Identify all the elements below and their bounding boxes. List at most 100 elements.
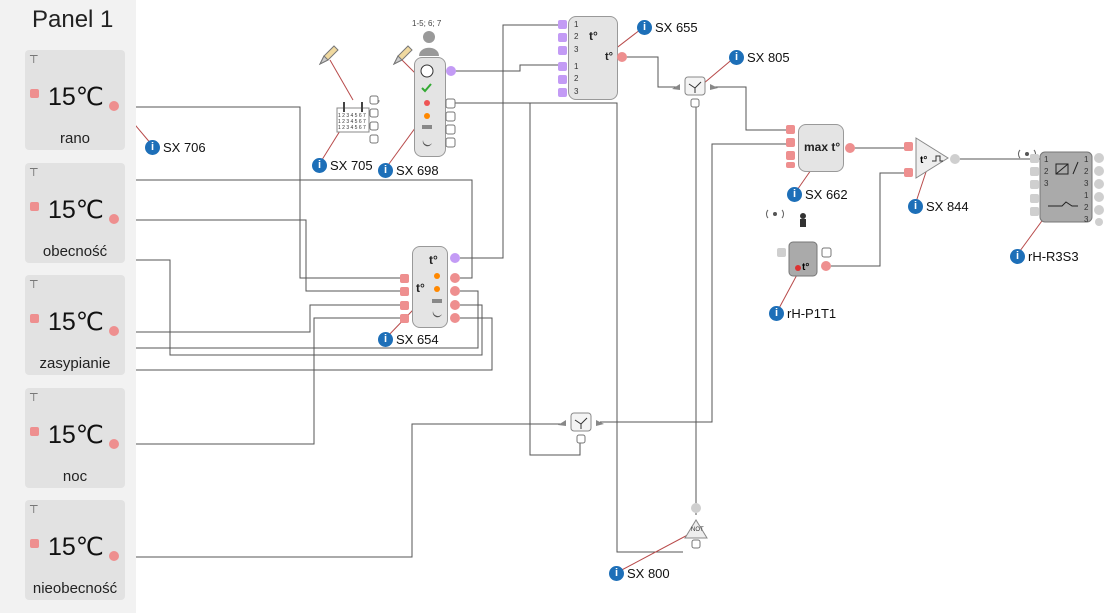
wire (120, 304, 400, 333)
info-text: SX 800 (627, 566, 670, 582)
t-symbol: t° (429, 253, 438, 267)
temperature-sensor[interactable]: t° (764, 208, 838, 278)
info-text: SX 654 (396, 332, 439, 348)
temperature-tile-noc[interactable]: ⊤ 15℃ noc (25, 388, 125, 488)
port-number: 1 (1084, 155, 1089, 164)
pin-icon: ⊤ (29, 392, 39, 404)
input-port[interactable] (30, 539, 39, 548)
port-number: 3 (574, 87, 579, 96)
info-icon[interactable]: i (787, 187, 802, 203)
wire (460, 24, 560, 259)
info-text: SX 705 (330, 158, 373, 174)
pin-icon: ⊤ (29, 504, 39, 516)
info-text: rH-R3S3 (1028, 249, 1079, 265)
info-text: rH-P1T1 (787, 306, 837, 322)
temperature-value: 15℃ (48, 196, 104, 224)
not-gate[interactable] (682, 500, 712, 550)
max-ports[interactable] (784, 122, 856, 170)
wire (626, 56, 676, 88)
info-icon[interactable]: i (378, 163, 393, 179)
selector-icons (432, 273, 442, 318)
pin-icon: ⊤ (29, 279, 39, 291)
wire (455, 64, 560, 72)
info-text: SX 698 (396, 163, 439, 179)
tile-label: rano (59, 130, 91, 147)
temperature-tile-zasypianie[interactable]: ⊤ 15℃ zasypianie (25, 275, 125, 375)
port-number: 2 (574, 74, 579, 83)
calendar-row: 1 2 3 4 5 6 7 (338, 125, 366, 131)
port-number: 2 (1084, 203, 1089, 212)
output-port[interactable] (109, 439, 119, 449)
output-port[interactable] (109, 214, 119, 224)
input-port[interactable] (30, 89, 39, 98)
info-link (329, 59, 354, 101)
info-text: SX 655 (655, 20, 698, 36)
wire (120, 317, 400, 445)
output-port[interactable] (109, 551, 119, 561)
t-symbol: t° (605, 51, 614, 63)
port-number: 3 (1044, 179, 1049, 188)
switch-block[interactable] (672, 74, 718, 110)
info-icon[interactable]: i (769, 306, 784, 322)
info-icon[interactable]: i (378, 332, 393, 348)
wire (120, 219, 400, 292)
input-port[interactable] (30, 427, 39, 436)
output-port[interactable] (109, 326, 119, 336)
output-port[interactable] (109, 101, 119, 111)
calendar-ports[interactable] (369, 94, 381, 146)
info-icon[interactable]: i (1010, 249, 1025, 265)
max-block[interactable]: max t° (798, 124, 844, 172)
input-port[interactable] (30, 314, 39, 323)
wire (455, 102, 683, 553)
wire (831, 172, 906, 267)
info-icon[interactable]: i (908, 199, 923, 215)
wire (529, 103, 581, 456)
info-icon[interactable]: i (312, 158, 327, 174)
temperature-tile-rano[interactable]: ⊤ 15℃ rano (25, 50, 125, 150)
temperature-tile-obecnosc[interactable]: ⊤ 15℃ obecność (25, 163, 125, 263)
temperature-tile-nieobecnosc[interactable]: ⊤ 15℃ nieobecność (25, 500, 125, 600)
calendar-row: 1 2 3 4 5 6 7 (338, 119, 366, 125)
switch-block[interactable] (558, 410, 604, 446)
info-text: SX 662 (805, 187, 848, 203)
pin-icon: ⊤ (29, 167, 39, 179)
comparator-block[interactable]: t° (902, 136, 964, 180)
scheduler-block[interactable] (414, 57, 446, 157)
wire (120, 423, 562, 558)
pencil-icon[interactable] (390, 44, 414, 68)
info-icon[interactable]: i (637, 20, 652, 36)
pencil-icon[interactable] (316, 44, 340, 68)
port-number: 1 (1044, 155, 1049, 164)
relay-module[interactable] (1016, 144, 1111, 226)
t-symbol: t° (589, 29, 598, 43)
calendar-grid: 1 2 3 4 5 6 7 1 2 3 4 5 6 7 1 2 3 4 5 6 … (338, 113, 366, 131)
info-icon[interactable]: i (145, 140, 160, 156)
info-icon[interactable]: i (609, 566, 624, 582)
port-number: 1 (574, 62, 579, 71)
selector-block[interactable]: t° t° (412, 246, 448, 328)
info-text: SX 706 (163, 140, 206, 156)
input-port[interactable] (30, 202, 39, 211)
scheduler-ports[interactable] (444, 62, 460, 152)
tile-label: nieobecność (32, 580, 118, 597)
person-icon (419, 31, 439, 56)
selector-ports[interactable] (398, 250, 466, 326)
mux-block[interactable]: t° t° 1 2 3 1 2 3 (568, 16, 618, 100)
info-text: SX 844 (926, 199, 969, 215)
temperature-value: 15℃ (48, 533, 104, 561)
scheduler-icons (420, 64, 434, 147)
info-icon[interactable]: i (729, 50, 744, 66)
mux-ports[interactable] (556, 18, 632, 98)
